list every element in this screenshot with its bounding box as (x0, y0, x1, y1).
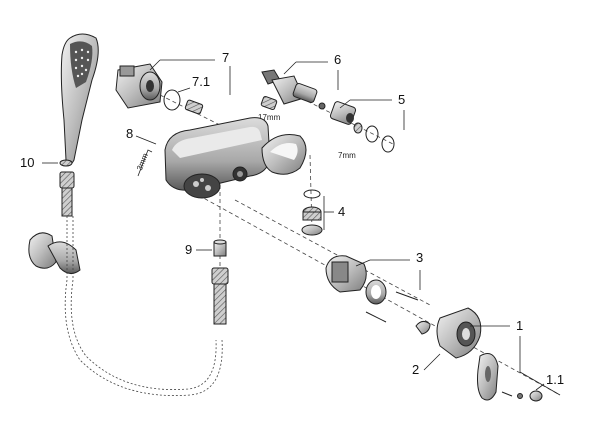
adapter-17mm: 17mm (258, 95, 281, 122)
callout-8-label: 8 (126, 126, 133, 141)
wrench-size-7mm: 7mm (338, 151, 356, 160)
handle-2 (415, 307, 499, 401)
callout-9-label: 9 (185, 242, 192, 257)
bushing-7 (184, 99, 204, 115)
eccentric-set-4 (301, 189, 323, 236)
screw-cap-set-1-1 (501, 390, 543, 402)
callout-7-label: 7 (222, 50, 229, 65)
callout-2-label: 2 (412, 362, 419, 377)
callout-1-label: 1 (516, 318, 523, 333)
screws-3 (365, 291, 419, 323)
callout-7: 7 (149, 50, 231, 95)
callout-3: 3 (355, 250, 423, 290)
check-valve-6 (261, 69, 318, 105)
callout-5: 5 (339, 92, 405, 130)
callout-6: 6 (283, 52, 341, 90)
hose-nut-lower (211, 267, 229, 325)
callout-4: 4 (323, 196, 345, 230)
wrench-7mm-label: 7mm (338, 151, 356, 160)
hex-key-size: 3mm (135, 152, 150, 172)
callout-1-1: 1.1 (535, 372, 564, 391)
diverter-cartridge-7 (115, 63, 163, 109)
callout-4-label: 4 (338, 204, 345, 219)
valve-body (164, 117, 307, 199)
callout-8: 8 (126, 126, 157, 145)
connector-9 (213, 239, 227, 257)
hex-key-8: 3mm (135, 149, 153, 177)
callout-7-1: 7.1 (177, 74, 210, 93)
callout-10-label: 10 (20, 155, 34, 170)
callout-9: 9 (185, 242, 212, 257)
callout-7-1-label: 7.1 (192, 74, 210, 89)
cartridge-3 (325, 255, 387, 305)
callout-5-label: 5 (398, 92, 405, 107)
washer-10 (59, 159, 73, 167)
callout-1-1-label: 1.1 (546, 372, 564, 387)
check-valve-set-5 (318, 101, 395, 153)
shower-hose (64, 216, 223, 396)
callout-3-label: 3 (416, 250, 423, 265)
callout-10: 10 (20, 155, 58, 170)
o-ring-7-1 (163, 89, 181, 111)
callout-1: 1 (470, 318, 561, 396)
hose-nut-upper (59, 171, 75, 217)
callout-6-label: 6 (334, 52, 341, 67)
callout-2: 2 (412, 353, 441, 377)
wall-bracket (28, 232, 81, 274)
hand-shower (60, 33, 99, 165)
wrench-size-17mm: 17mm (258, 113, 281, 122)
